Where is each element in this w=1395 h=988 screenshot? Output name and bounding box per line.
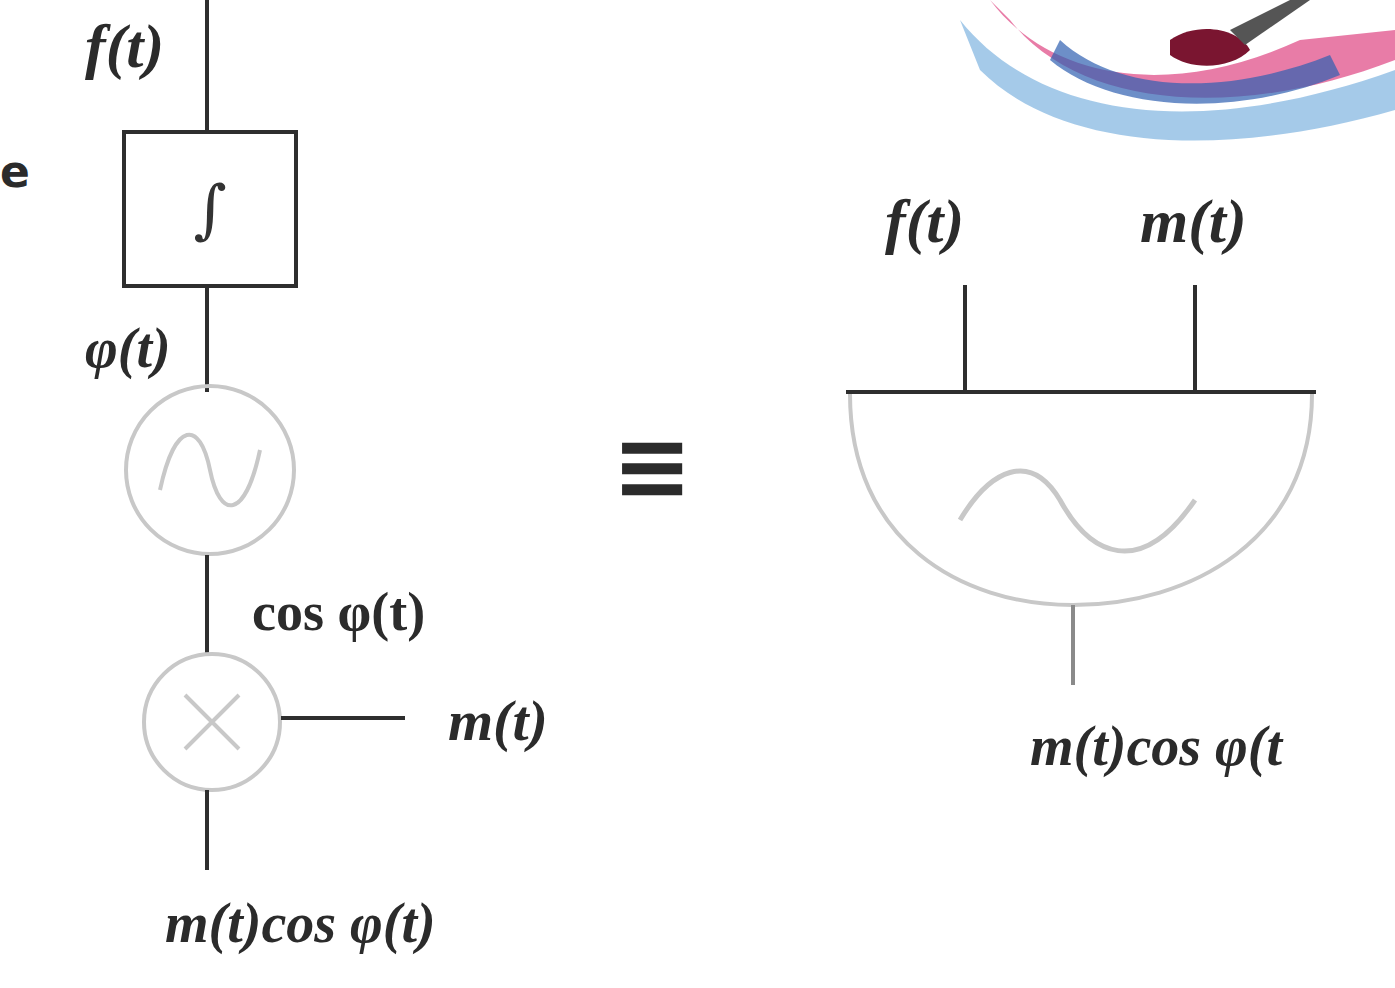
signal-name: f(t) — [885, 190, 964, 252]
signal-name: m(t) — [1140, 190, 1247, 252]
brush-decoration — [960, 0, 1395, 141]
signal-name: φ(t) — [85, 320, 171, 376]
multiply-cross — [185, 695, 239, 749]
multiplier-symbol — [144, 654, 280, 790]
wire — [1193, 285, 1197, 392]
signal-name: m(t)cos φ(t) — [165, 895, 436, 951]
signal-name: m(t) — [448, 692, 548, 750]
stray-letter: e — [0, 150, 30, 194]
wire — [281, 716, 405, 720]
integrator-box: ∫ — [122, 130, 298, 288]
integral-sign: ∫ — [193, 177, 226, 241]
signal-name: cos φ(t) — [252, 585, 425, 639]
block-top — [846, 390, 1316, 394]
sine-symbol — [960, 471, 1195, 551]
wire — [205, 0, 209, 132]
wire — [1071, 605, 1075, 685]
signal-name: m(t)cos φ(t — [1030, 718, 1282, 774]
oscillator-symbol — [126, 386, 294, 554]
equivalence-symbol: ≡ — [612, 418, 692, 514]
wire — [205, 555, 209, 655]
wire — [205, 790, 209, 870]
wire — [205, 286, 209, 392]
sine-symbol — [160, 435, 260, 506]
wire — [963, 285, 967, 392]
signal-name: f(t) — [85, 15, 164, 77]
modulator-outline — [850, 394, 1312, 605]
